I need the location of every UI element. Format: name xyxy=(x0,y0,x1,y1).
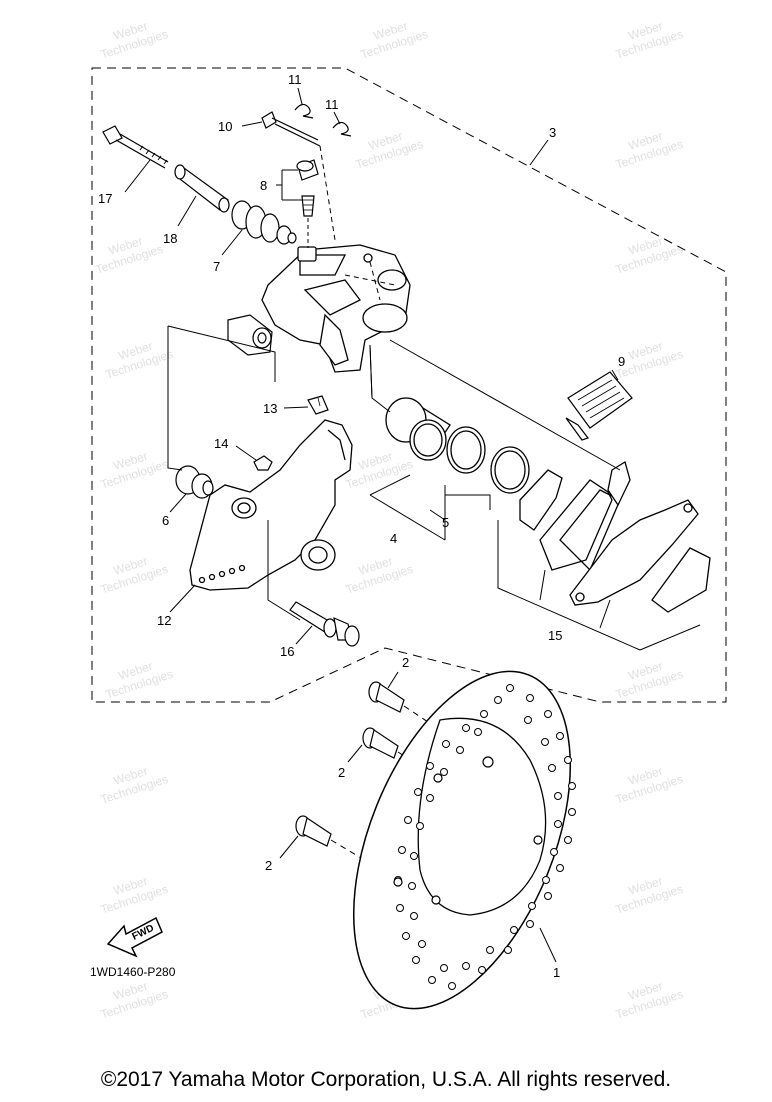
leader-18 xyxy=(177,195,197,227)
caliper-slide-boss xyxy=(227,314,273,356)
callout-17: 17 xyxy=(98,191,112,206)
leader-11a xyxy=(297,87,303,105)
part-18-sleeve xyxy=(174,164,230,213)
diagram-code: 1WD1460-P280 xyxy=(90,965,176,979)
leader-2b xyxy=(347,744,363,763)
caliper-to-pads-leaders xyxy=(369,339,621,471)
callout-11b: 11 xyxy=(325,97,339,112)
leader-5 xyxy=(429,485,491,540)
callout-13: 13 xyxy=(263,401,277,416)
callout-11a: 11 xyxy=(288,72,302,87)
leader-12 xyxy=(169,520,301,621)
part-14-retainer xyxy=(253,455,273,471)
leader-10 xyxy=(241,121,263,127)
copyright-notice: ©2017 Yamaha Motor Corporation, U.S.A. A… xyxy=(100,1068,672,1091)
caliper-assembly-boundary xyxy=(91,67,727,703)
part-2-bolt-b xyxy=(362,727,399,759)
pin-dash xyxy=(319,145,336,241)
callout-2b: 2 xyxy=(338,765,345,780)
part-11-clip-a xyxy=(294,103,314,119)
callout-7: 7 xyxy=(213,259,220,274)
leader-1 xyxy=(539,927,557,963)
part-2-bolt-a xyxy=(368,681,405,713)
callout-1: 1 xyxy=(553,965,560,980)
callout-12: 12 xyxy=(157,613,171,628)
leader-9 xyxy=(611,369,619,381)
callout-8: 8 xyxy=(260,178,267,193)
caliper-body xyxy=(261,244,411,373)
callout-3: 3 xyxy=(549,125,556,140)
leader-2a xyxy=(387,671,399,689)
part-1-brake-disc xyxy=(352,670,576,1010)
callout-6: 6 xyxy=(162,513,169,528)
leader-11b xyxy=(333,111,341,125)
part-16-slide-pin xyxy=(289,601,360,647)
callout-2c: 2 xyxy=(265,858,272,873)
part-4-piston xyxy=(385,397,451,461)
leader-3 xyxy=(529,139,549,166)
callout-16: 16 xyxy=(280,644,294,659)
leader-13 xyxy=(283,406,309,409)
part-5-seals xyxy=(446,426,530,494)
leader-7 xyxy=(221,229,243,256)
part-2-bolt-c xyxy=(295,815,332,847)
forward-arrow-icon: FWD xyxy=(106,916,163,958)
caliper-dashed-hidden xyxy=(344,261,396,301)
part-13-clip xyxy=(307,395,329,415)
callout-2a: 2 xyxy=(402,655,409,670)
callout-15: 15 xyxy=(548,628,562,643)
leader-6-bracket xyxy=(167,325,276,471)
leader-16 xyxy=(295,625,313,645)
part-11-clip-b xyxy=(332,121,352,137)
part-9-pad-spring xyxy=(565,371,633,441)
part-10-pin xyxy=(261,111,321,147)
leader-14 xyxy=(235,445,257,461)
leader-6 xyxy=(169,493,187,513)
leader-2c xyxy=(279,835,299,859)
part-7-boot xyxy=(231,200,297,245)
callout-10: 10 xyxy=(218,119,232,134)
leader-17 xyxy=(124,159,151,193)
callout-18: 18 xyxy=(163,231,177,246)
callout-5: 5 xyxy=(442,515,449,530)
part-17-bolt xyxy=(102,125,169,169)
part-8-bleeder xyxy=(296,159,319,217)
part-15-pads xyxy=(519,460,711,613)
leader-8 xyxy=(276,169,302,201)
callout-14: 14 xyxy=(214,436,228,451)
part-6-boot xyxy=(175,465,214,499)
callout-9: 9 xyxy=(618,354,625,369)
part-12-bracket xyxy=(189,419,353,591)
leader-15 xyxy=(497,520,701,651)
callout-4: 4 xyxy=(390,531,397,546)
